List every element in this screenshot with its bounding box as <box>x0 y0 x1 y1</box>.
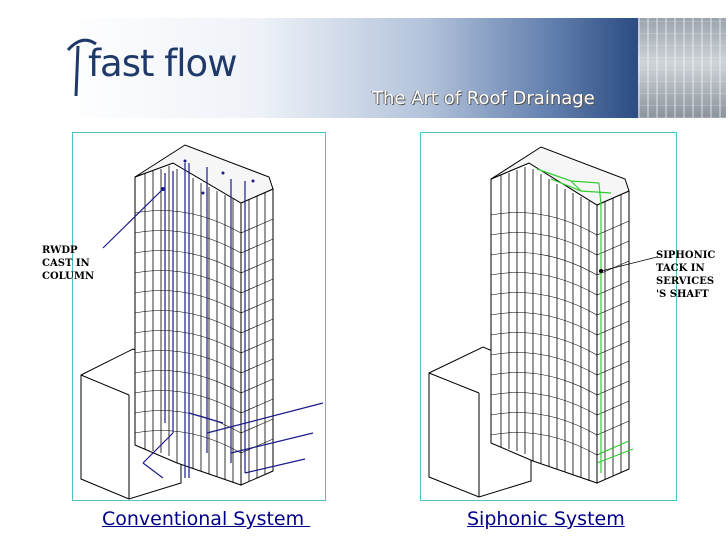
banner-building-photo <box>638 18 726 118</box>
callout-rwdp-cast-in-column: RWDP CAST IN COLUMN <box>42 245 95 282</box>
header-banner: fast flow The Art of Roof Drainage <box>58 18 726 118</box>
callout-siphonic-stack: SIPHONIC TACK IN SERVICES 'S SHAFT <box>656 250 716 300</box>
siphonic-building-drawing <box>428 146 658 498</box>
callout-marker <box>599 269 603 273</box>
conventional-building-drawing <box>80 144 324 500</box>
banner-background <box>58 18 726 118</box>
siphonic-diagram-panel <box>420 132 677 501</box>
callout-leader-line <box>600 256 658 272</box>
banner-tagline: The Art of Roof Drainage <box>372 88 595 109</box>
caption-conventional-system: Conventional System <box>102 508 311 530</box>
logo-icon <box>66 38 97 97</box>
conventional-diagram-panel <box>72 132 326 501</box>
logo-text: fast flow <box>88 42 237 85</box>
caption-siphonic-system: Siphonic System <box>467 508 625 530</box>
